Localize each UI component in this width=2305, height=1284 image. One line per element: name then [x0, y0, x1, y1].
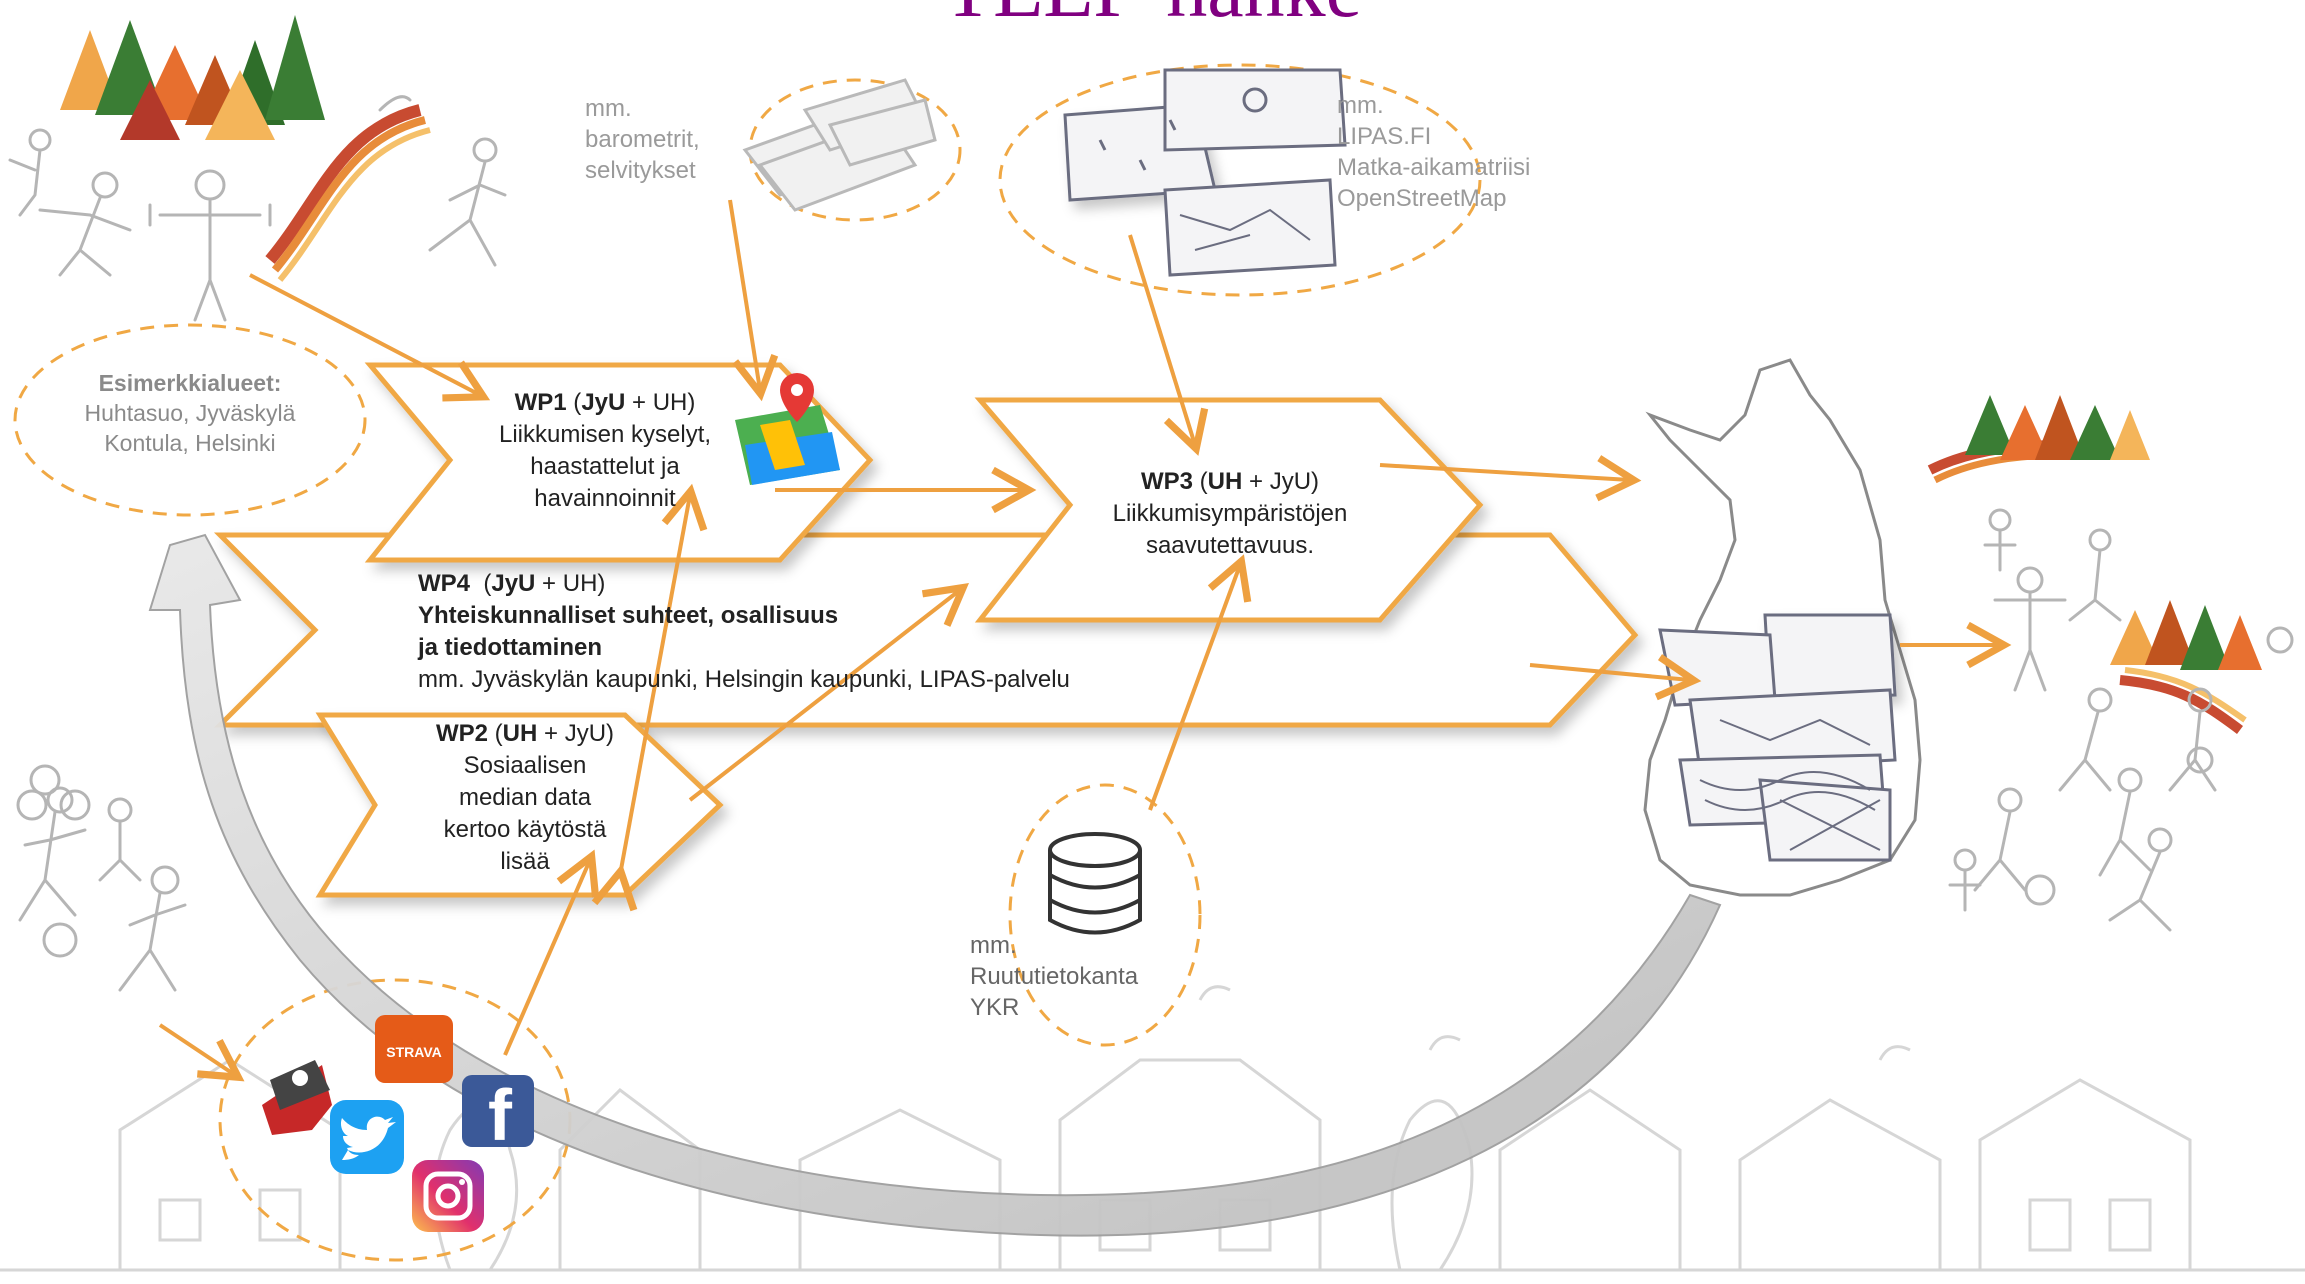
maps-icon-top	[1063, 68, 1347, 277]
example-areas-heading: Esimerkkialueet:	[98, 370, 282, 396]
wp4-code: WP4	[418, 570, 471, 597]
wp4-bold1: Yhteiskunnalliset suhteet, osallisuus	[418, 602, 839, 629]
wp2-heading: WP2 (UH + JyU)	[435, 720, 615, 747]
database-icon	[1048, 832, 1142, 935]
wp3-lead: UH	[1207, 468, 1243, 495]
sources-database: mm. Ruututietokanta YKR	[970, 930, 1138, 1023]
wp1-text: WP1 (JyU + UH) Liikkumisen kyselyt, haas…	[455, 387, 755, 515]
wp4-bold2: ja tiedottaminen	[418, 634, 603, 661]
documents-icon	[742, 78, 937, 212]
wp4-partner: UH	[562, 570, 598, 597]
sources-top-left-line1: mm.	[585, 95, 632, 122]
sources-top-left-line3: selvitykset	[585, 157, 696, 184]
wp3-line1: Liikkumisympäristöjen	[1112, 500, 1348, 527]
wp4-lead: JyU	[491, 570, 536, 597]
instagram-icon	[423, 1171, 473, 1221]
example-areas-label: Esimerkkialueet: Huhtasuo, Jyväskylä Kon…	[40, 368, 340, 458]
sources-top-left-line2: barometrit,	[585, 126, 700, 153]
sources-top-right-line1: mm.	[1337, 92, 1384, 119]
wp4-text: WP4 (JyU + UH) Yhteiskunnalliset suhteet…	[418, 568, 1418, 696]
wp3-chevron	[974, 397, 1484, 623]
page-title: TEEP-hanke	[0, 0, 2305, 36]
wp4-line: mm. Jyväskylän kaupunki, Helsingin kaupu…	[418, 666, 1070, 693]
wp1-line1: Liikkumisen kyselyt,	[498, 421, 712, 448]
sources-database-line3: YKR	[970, 994, 1020, 1021]
facebook-icon: f	[488, 1076, 513, 1156]
wp4-heading: WP4 (JyU + UH)	[418, 570, 606, 597]
wp1-line3: havainnoinnit	[534, 485, 676, 512]
sources-top-right-line2: LIPAS.FI	[1337, 123, 1432, 150]
finland-map	[1643, 358, 1922, 897]
wp1-partner: UH	[652, 389, 688, 416]
flow-arrows	[158, 199, 2012, 1082]
wp3-code: WP3	[1140, 468, 1193, 495]
wp2-line1: Sosiaalisen	[463, 752, 587, 779]
example-areas-line1: Huhtasuo, Jyväskylä	[84, 400, 296, 426]
google-maps-icon	[735, 373, 840, 485]
feedback-curve-arrow	[148, 533, 1722, 1237]
wp2-text: WP2 (UH + JyU) Sosiaalisen median data k…	[390, 718, 660, 878]
sources-database-line2: Ruututietokanta	[970, 963, 1139, 990]
sources-database-line1: mm.	[970, 932, 1017, 959]
twitter-icon	[340, 1116, 396, 1160]
example-areas-line2: Kontula, Helsinki	[104, 430, 276, 456]
social-media-icons: STRAVA f	[262, 1015, 534, 1232]
wp1-heading: WP1 (JyU + UH)	[514, 389, 696, 416]
wp1-lead: JyU	[581, 389, 626, 416]
wp1-line2: haastattelut ja	[530, 453, 680, 480]
wp3-heading: WP3 (UH + JyU)	[1140, 468, 1320, 495]
wp2-code: WP2	[435, 720, 488, 747]
sources-top-left: mm. barometrit, selvitykset	[585, 93, 700, 186]
wp1-code: WP1	[514, 389, 567, 416]
stick-figures-left	[8, 95, 507, 992]
forest-top-left	[60, 15, 431, 282]
sources-top-right-line4: OpenStreetMap	[1337, 185, 1507, 212]
strava-icon: STRAVA	[386, 1044, 441, 1060]
wp3-partner: JyU	[1269, 468, 1312, 495]
wp2-lead: UH	[502, 720, 538, 747]
sources-top-right: mm. LIPAS.FI Matka-aikamatriisi OpenStre…	[1337, 90, 1530, 214]
forest-right	[1927, 395, 2294, 932]
wp1-chevron	[364, 362, 874, 563]
wp2-partner: JyU	[564, 720, 607, 747]
wp3-line2: saavutettavuus.	[1145, 532, 1315, 559]
wp2-line2: median data	[458, 784, 592, 811]
sources-top-right-line3: Matka-aikamatriisi	[1337, 154, 1531, 181]
wp2-line4: lisää	[500, 848, 550, 875]
wp3-text: WP3 (UH + JyU) Liikkumisympäristöjen saa…	[1080, 466, 1380, 562]
wp2-line3: kertoo käytöstä	[443, 816, 607, 843]
